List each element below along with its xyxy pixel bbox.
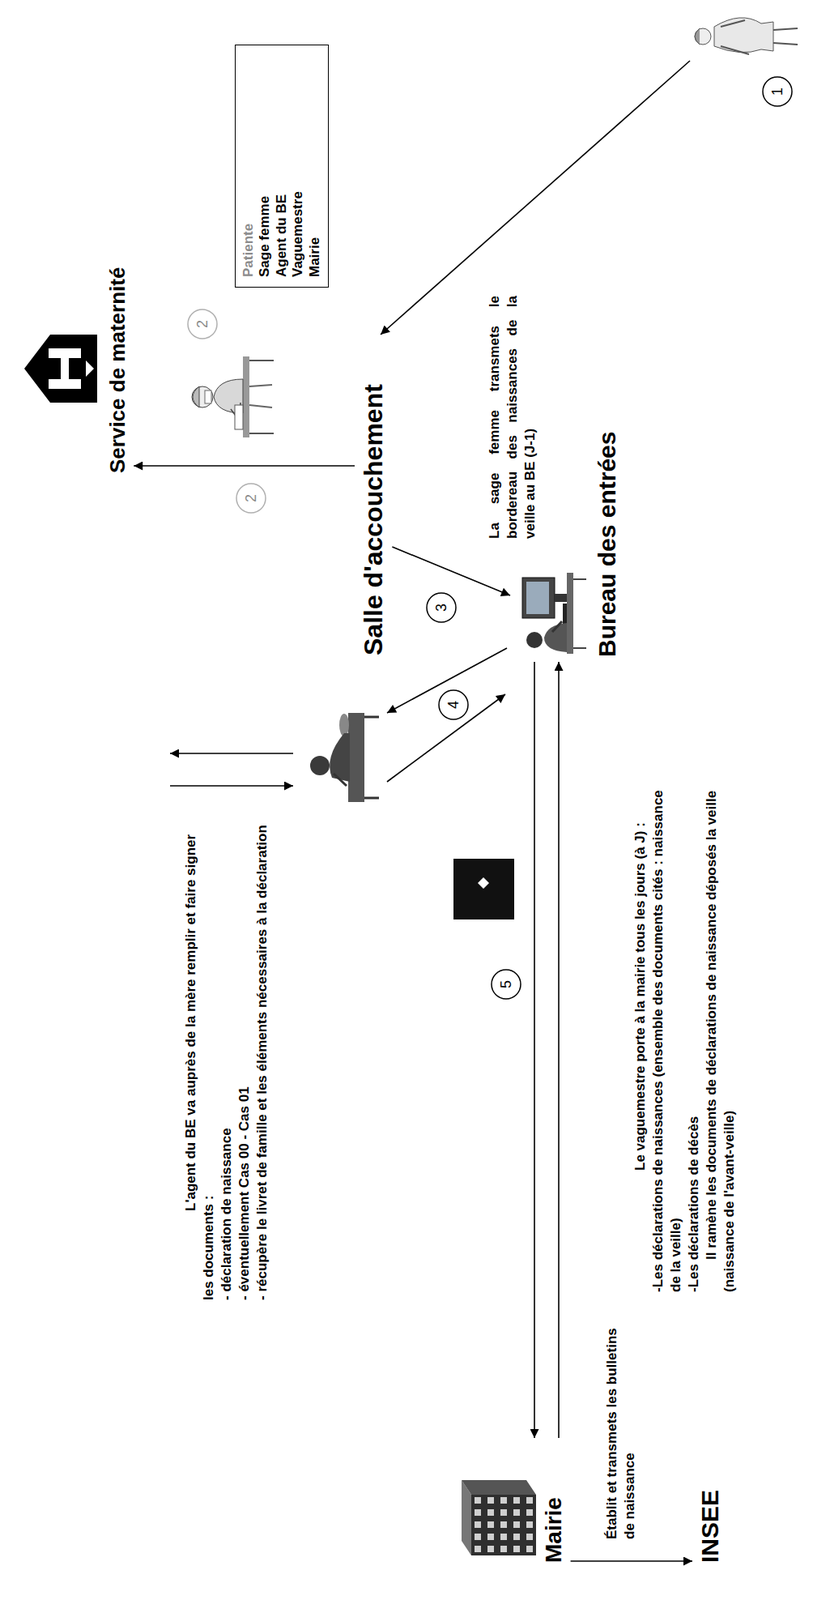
- agent-arrow: [170, 752, 294, 754]
- hospital-icon: [24, 334, 98, 403]
- computer-figure: [522, 572, 587, 654]
- connector-arrow: [570, 1559, 693, 1562]
- callout-number: 2: [242, 483, 260, 513]
- node-title: INSEE: [695, 1489, 725, 1563]
- town-hall-title: Mairie: [457, 1437, 571, 1567]
- note-group: Le vaguemestre porte à la mairie tous le…: [631, 773, 739, 1292]
- list-item: Agent du BE: [273, 55, 290, 277]
- list-item: Vaguemestre: [289, 55, 307, 277]
- callout-number: 2: [193, 309, 212, 339]
- connector-arrow: [533, 661, 536, 1438]
- callout-number: 1: [768, 76, 787, 107]
- note-group: La sage femme transmets le bordereau des…: [485, 295, 540, 539]
- note-text: -Les déclarations de naissances (ensembl…: [649, 773, 686, 1292]
- note-text: - déclaration de naissance: [217, 821, 236, 1300]
- list-item: Patiente: [240, 55, 257, 277]
- list-item: Sage femme: [256, 55, 273, 277]
- note-text: - éventuellement Cas 00 - Cas 01: [235, 821, 254, 1300]
- node-title: Mairie: [540, 1442, 568, 1563]
- note-group: L'agent du BE va auprès de la mère rempl…: [182, 821, 272, 1300]
- patient-figure: [694, 17, 798, 55]
- room-title: Salle d'accouchement: [354, 378, 392, 660]
- connector-arrow: [391, 546, 511, 596]
- node-title: Service de maternité: [105, 267, 131, 473]
- note-text: L'agent du BE va auprès de la mère rempl…: [182, 821, 218, 1300]
- connector-arrow: [133, 464, 355, 467]
- agent-figure: [310, 712, 379, 802]
- note-text: - récupère le livret de famille et les é…: [253, 821, 272, 1300]
- note-text: -Les déclarations de décès: [685, 773, 703, 1292]
- midwife-figure: [191, 356, 274, 438]
- list-item: Mairie: [306, 55, 324, 277]
- agent-arrow: [170, 784, 294, 787]
- connector-arrow: [557, 661, 560, 1438]
- note-text: Le vaguemestre porte à la mairie tous le…: [631, 773, 650, 1292]
- town-hall-building: [461, 1479, 537, 1555]
- note-text: La sage femme transmets le bordereau des…: [485, 295, 540, 539]
- note-text: Il ramène les documents de déclarations …: [702, 773, 739, 1292]
- document-square: [453, 858, 515, 920]
- callout-number: 3: [432, 592, 451, 622]
- callout-number: 5: [497, 969, 516, 999]
- patient-arrow: [380, 60, 690, 335]
- callout-number: 4: [444, 689, 463, 720]
- institute-title: INSEE: [692, 1484, 728, 1567]
- department-title: Service de maternité: [24, 262, 134, 478]
- node-title: Salle d'accouchement: [357, 383, 389, 656]
- note-group: Établit et transmets les bulletins de na…: [603, 1319, 639, 1539]
- actor-list-box: PatienteSage femmeAgent du BEVaguemestre…: [234, 44, 329, 288]
- node-title: Bureau des entrées: [592, 431, 622, 657]
- note-text: Établit et transmets les bulletins de na…: [603, 1319, 639, 1539]
